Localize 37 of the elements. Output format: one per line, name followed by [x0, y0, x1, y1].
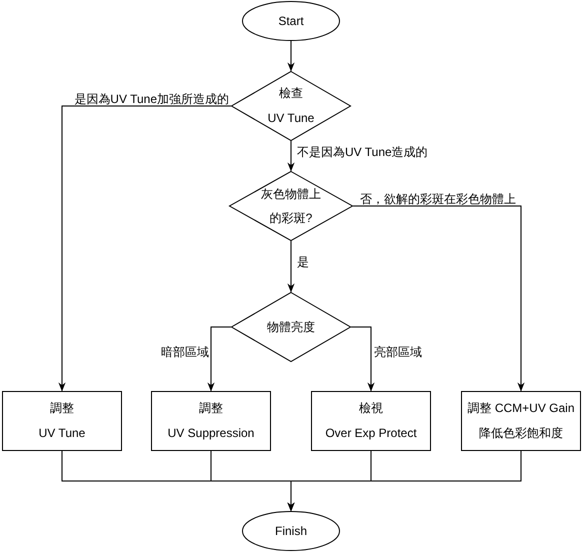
terminal-ellipse: [242, 1, 340, 41]
arrow: [287, 140, 295, 172]
decision-text: 灰色物體上的彩斑?: [260, 186, 322, 227]
terminal-ellipse: [242, 511, 340, 551]
decision-text: 檢查: [279, 86, 303, 101]
edge-label: 亮部區域: [374, 346, 422, 358]
arrow: [207, 326, 232, 392]
edge-label: 是因為UV Tune加強所造成的: [74, 93, 229, 105]
edge-label: 不是因為UV Tune造成的: [297, 146, 428, 158]
arrow: [352, 206, 525, 392]
step-text: 調整 CCM+UV Gain: [467, 401, 575, 416]
decision-text: UV Tune: [268, 111, 314, 126]
edge-label: 暗部區域: [161, 346, 209, 358]
process-box: [151, 391, 271, 451]
terminal-text: Start: [278, 14, 304, 28]
arrow: [287, 240, 295, 292]
edge-label: 是: [297, 256, 309, 268]
step-text: Over Exp Protect: [325, 426, 417, 441]
decision-diamond: [229, 171, 353, 241]
arrow: [350, 326, 375, 392]
edge-label: 否，欲解的彩斑在彩色物體上: [360, 193, 516, 205]
arrow: [58, 106, 232, 392]
step-text: UV Suppression: [168, 426, 254, 441]
arrow: [287, 450, 522, 512]
arrow: [287, 40, 295, 72]
decision-diamond: [231, 71, 351, 141]
process-box: [2, 391, 122, 451]
decision-diamond: [231, 292, 351, 362]
process-box: [461, 391, 581, 451]
step-text: UV Tune: [38, 426, 86, 441]
step-text: 調整: [50, 401, 74, 416]
decision-text: 物體亮度: [267, 320, 315, 334]
terminal-text: Finish: [274, 524, 307, 538]
step-text: 降低色彩飽和度: [479, 426, 563, 441]
step-text: 調整: [199, 401, 223, 416]
step-text: 檢視: [359, 401, 383, 416]
process-box: [311, 391, 431, 451]
